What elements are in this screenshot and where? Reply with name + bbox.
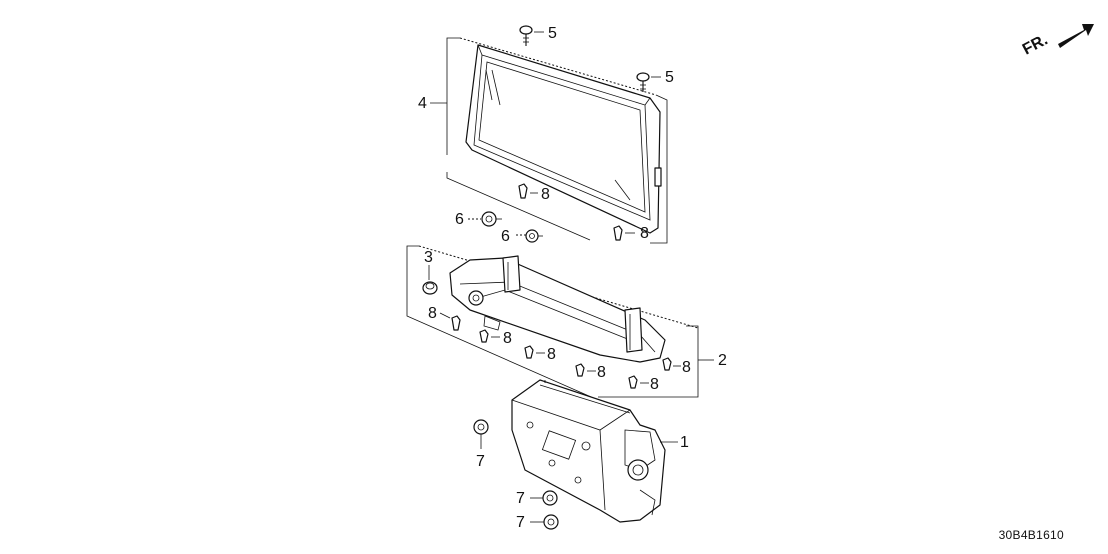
callout-5b: 5 [665,69,674,86]
callout-1: 1 [680,434,689,451]
callout-8g: 8 [650,376,659,393]
part-4-display-panel [430,37,668,244]
fr-arrow-icon [1058,24,1094,48]
part-5-bolt-right [636,72,661,92]
callout-6a: 6 [455,211,464,228]
callout-8d: 8 [503,330,512,347]
callout-labels: 1 2 3 4 5 5 6 6 7 7 7 8 8 8 8 8 8 8 8 8 [418,25,727,531]
callout-8e: 8 [547,346,556,363]
fr-label: FR. [1020,31,1051,58]
callout-7a: 7 [476,453,485,470]
part-8-clip-housing-6 [662,357,681,371]
part-8-clip-housing-4 [575,363,596,377]
callout-8h: 8 [682,359,691,376]
part-6-screw-right [516,229,543,243]
callout-3: 3 [424,249,433,266]
callout-8c: 8 [428,305,437,322]
callout-2: 2 [718,352,727,369]
callout-7b: 7 [516,490,525,507]
callout-8f: 8 [597,364,606,381]
callout-8b: 8 [640,225,649,242]
diagram-code: 30B4B1610 [998,528,1064,542]
callout-4: 4 [418,95,427,112]
callout-7c: 7 [516,514,525,531]
callout-8a: 8 [541,186,550,203]
front-direction-indicator: FR. [1020,24,1094,59]
part-7-nut-left [473,419,489,449]
part-6-screw-left [468,211,502,227]
part-5-bolt-top [519,25,544,46]
part-7-nut-mid [530,490,558,506]
part-8-clip-housing-5 [628,375,649,389]
callout-5a: 5 [548,25,557,42]
part-3-cap [422,265,438,295]
part-8-clip-housing-3 [524,345,545,359]
part-1-control-unit [511,379,678,523]
part-8-clip-panel-left [518,183,538,199]
part-7-nut-bottom [530,514,559,530]
part-8-clip-housing-2 [479,329,500,343]
part-8-clip-housing-1 [439,312,461,331]
part-8-clip-panel-right [613,225,635,241]
callout-6b: 6 [501,228,510,245]
part-2-housing [406,245,714,401]
